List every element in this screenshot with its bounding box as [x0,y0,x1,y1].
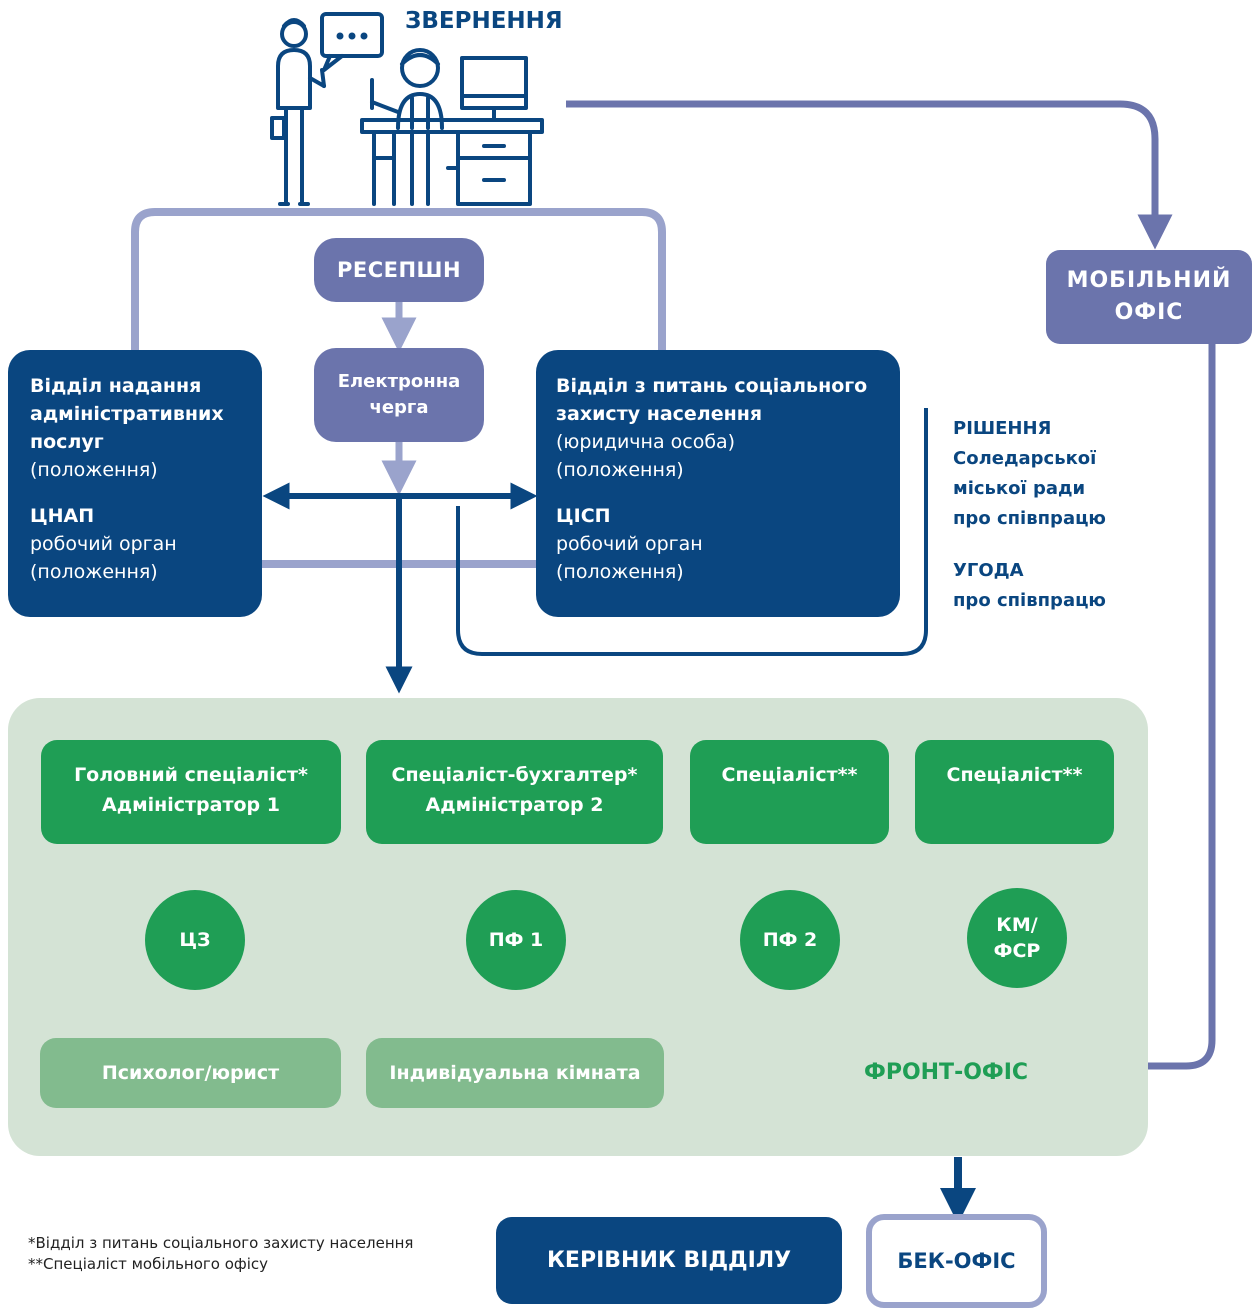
specialist-3-label: Спеціаліст** [721,764,858,786]
decision-text: РІШЕННЯ Соледарської міської ради про сп… [953,414,1106,616]
electronic-queue-box: Електронна черга [314,348,484,442]
footnote-2: **Спеціаліст мобільного офісу [28,1255,269,1273]
circle-3-label: ПФ 2 [762,929,818,951]
circle-1-label: ЦЗ [179,929,211,951]
agreement-line-1: УГОДА [953,560,1024,581]
cisp-body: робочий орган [556,533,703,555]
decision-line-4: про співпрацю [953,508,1106,529]
circle-pension-fund-2: ПФ 2 [740,890,840,990]
psychologist-lawyer-room: Психолог/юрист [40,1038,341,1108]
social-dept-regulation: (положення) [556,459,684,481]
accountant-specialist-line-2: Адміністратор 2 [425,794,604,816]
front-office-title: ФРОНТ-ОФІС [864,1060,1029,1085]
social-dept-legal-entity: (юридична особа) [556,431,736,453]
mobile-office-box: МОБІЛЬНИЙ ОФІС [1046,250,1252,344]
queue-line-2: черга [369,397,429,418]
circle-2-label: ПФ 1 [488,929,544,951]
top-frame-line [131,208,666,360]
cnap-label: ЦНАП [30,505,95,527]
agreement-line-2: про співпрацю [953,590,1106,611]
individual-room: Індивідуальна кімната [366,1038,664,1108]
specialist-box-3: Спеціаліст** [690,740,889,844]
admin-dept-title-1: Відділ надання [30,375,202,397]
circle-km-fsr: КМ/ ФСР [967,888,1067,988]
footnotes: *Відділ з питань соціального захисту нас… [28,1233,413,1275]
circle-4-line-1: КМ/ [996,914,1038,936]
back-office-box: БЕК-ОФІС [866,1214,1047,1308]
reception-box: РЕСЕПШН [314,238,484,302]
admin-dept-title-2: адміністративних [30,403,224,425]
mobile-to-back-office-arrow [1040,344,1216,1084]
department-head-box: КЕРІВНИК ВІДДІЛУ [496,1217,842,1304]
mobile-office-line-1: МОБІЛЬНИЙ [1066,268,1232,293]
decision-line-3: міської ради [953,478,1086,499]
accountant-specialist-box: Спеціаліст-бухгалтер* Адміністратор 2 [366,740,663,844]
reception-people-icon [270,12,544,206]
cnap-regulation: (положення) [30,561,158,583]
request-title: ЗВЕРНЕННЯ [405,8,563,34]
circle-4-line-2: ФСР [993,940,1041,962]
chief-specialist-line-1: Головний спеціаліст* [74,764,308,786]
accountant-specialist-line-1: Спеціаліст-бухгалтер* [391,764,638,786]
queue-line-1: Електронна [337,371,461,392]
cisp-regulation: (положення) [556,561,684,583]
circle-pension-fund-1: ПФ 1 [466,890,566,990]
circle-employment-center: ЦЗ [145,890,245,990]
chief-specialist-line-2: Адміністратор 1 [102,794,280,816]
admin-dept-title-3: послуг [30,431,104,453]
mobile-office-line-2: ОФІС [1114,300,1184,325]
to-mobile-office-arrow [566,100,1173,250]
decision-loop-line [456,408,928,656]
footnote-1: *Відділ з питань соціального захисту нас… [28,1234,414,1252]
cisp-label: ЦІСП [556,505,611,527]
decision-line-1: РІШЕННЯ [953,418,1052,439]
admin-services-dept-box: Відділ надання адміністративних послуг (… [8,350,262,617]
social-dept-title-2: захисту населення [556,403,763,425]
cnap-body: робочий орган [30,533,177,555]
chief-specialist-box: Головний спеціаліст* Адміністратор 1 [41,740,341,844]
specialist-4-label: Спеціаліст** [946,764,1083,786]
admin-dept-regulation: (положення) [30,459,158,481]
social-dept-title-1: Відділ з питань соціального [556,375,868,397]
social-protection-dept-box: Відділ з питань соціального захисту насе… [536,350,900,617]
specialist-box-4: Спеціаліст** [915,740,1114,844]
decision-line-2: Соледарської [953,448,1097,469]
